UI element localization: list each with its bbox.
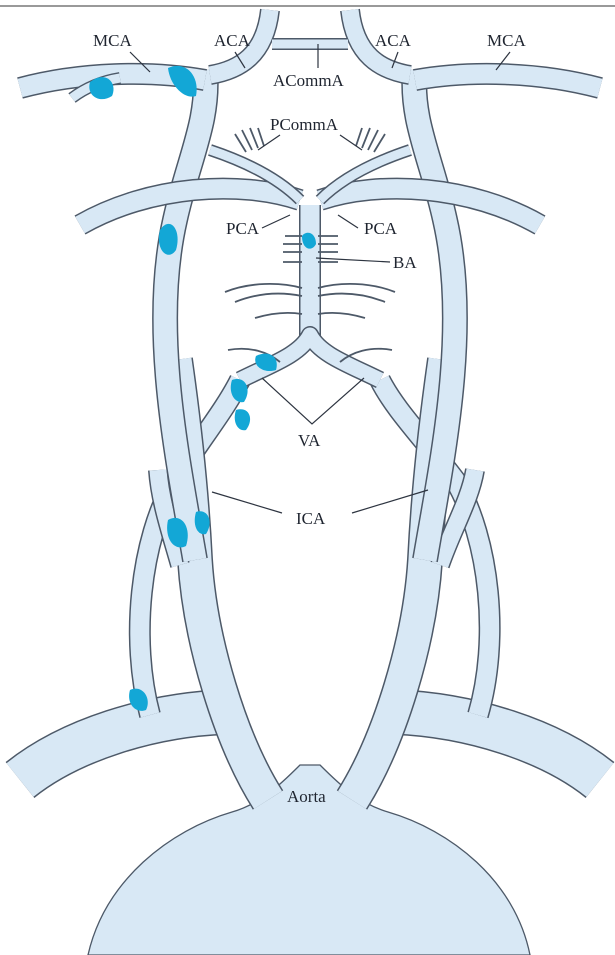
label-acomma: ACommA (273, 71, 345, 90)
subclavian-right (395, 712, 600, 780)
mca-right-vessel (415, 74, 600, 88)
label-ica: ICA (296, 509, 326, 528)
label-va: VA (298, 431, 321, 450)
label-mca-left: MCA (93, 31, 132, 50)
label-ba: BA (393, 253, 417, 272)
label-aca-left: ACA (214, 31, 251, 50)
label-aorta: Aorta (287, 787, 326, 806)
subclavian-left (20, 712, 225, 780)
label-pca-right: PCA (364, 219, 398, 238)
label-pcomma: PCommA (270, 115, 339, 134)
label-aca-right: ACA (375, 31, 412, 50)
label-mca-right: MCA (487, 31, 526, 50)
label-pca-left: PCA (226, 219, 260, 238)
